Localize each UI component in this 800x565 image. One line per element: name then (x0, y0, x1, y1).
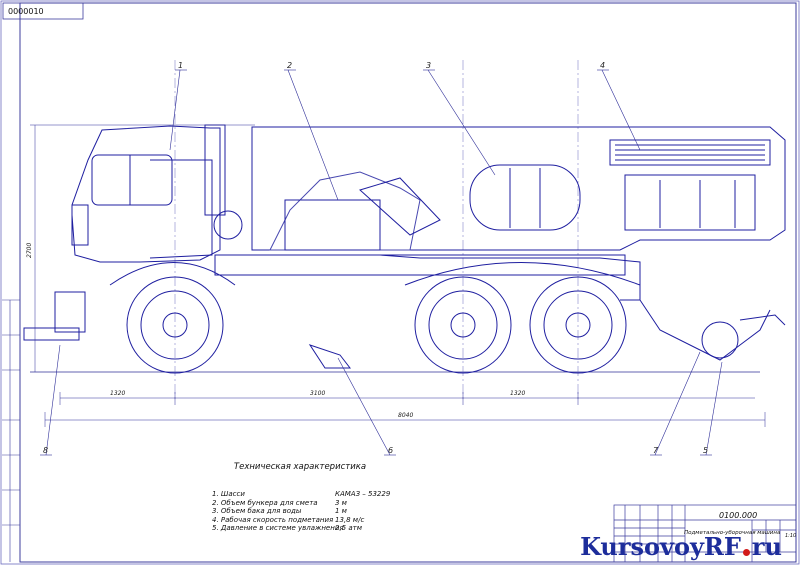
callout-1: 1 (178, 61, 183, 70)
cab-door (149, 159, 213, 259)
title-block-sheets: 1:10 (785, 533, 797, 539)
wheels (109, 262, 641, 374)
spec-label: 2. Объем бункера для смета (212, 498, 318, 507)
dim-rear-spacing: 1320 (510, 390, 525, 397)
hopper-box (284, 199, 381, 251)
spec-row: 1. Шасси КАМАЗ – 53229 (212, 490, 390, 499)
spec-row: 2. Объем бункера для смета 3 м (212, 499, 390, 508)
spec-label: 5. Давление в системе увлажнения (212, 524, 344, 533)
specs-title: Техническая характеристика (233, 462, 367, 472)
water-tank (469, 164, 581, 231)
air-intake (204, 124, 226, 216)
callout-6: 6 (388, 446, 393, 455)
rear-wheel-2 (529, 276, 627, 374)
callout-3: 3 (426, 61, 431, 70)
callout-5: 5 (703, 446, 708, 455)
title-block (613, 504, 797, 563)
callout-4: 4 (600, 61, 605, 70)
code-box (2, 2, 84, 20)
dim-wheelbase: 3100 (310, 390, 325, 397)
watermark-suffix: ru (751, 531, 782, 561)
specs-list: 1. Шасси КАМАЗ – 53229 2. Объем бункера д… (212, 490, 390, 533)
dim-front-overhang: 1320 (110, 390, 125, 397)
spec-value: 13,8 м/с (335, 515, 365, 524)
dim-overall-length: 8040 (398, 412, 413, 419)
inner-frame (19, 2, 797, 563)
spec-value: 1 м (335, 507, 347, 516)
left-margin-strip (2, 299, 20, 562)
cab-grille (71, 204, 89, 246)
vehicle (23, 124, 786, 369)
callout-7: 7 (653, 446, 659, 455)
cab (71, 125, 221, 263)
spec-label: 4. Рабочая скорость подметания (212, 515, 334, 524)
dim-height: 2700 (26, 243, 33, 258)
spec-value: 2,5 атм (335, 524, 363, 533)
dimension-lines (30, 124, 766, 427)
spec-row: 3. Объем бака для воды 1 м (212, 507, 390, 516)
rear-compartment (624, 174, 756, 231)
drawing-code: 0000010 (8, 7, 44, 16)
callout-leaders (40, 69, 723, 456)
filter (213, 210, 243, 240)
bottom-brush (308, 344, 352, 369)
rear-pickup (639, 299, 771, 361)
chassis-frame (214, 254, 626, 276)
front-brush (54, 291, 86, 333)
cab-window (91, 154, 173, 206)
callout-8: 8 (43, 446, 48, 455)
hopper (269, 171, 421, 251)
rear-roller (701, 321, 739, 359)
watermark-logo: KursovoyRF ru (580, 531, 782, 561)
front-wheel (126, 276, 224, 374)
watermark-text: KursovoyRF (580, 531, 741, 561)
callout-2: 2 (287, 61, 292, 70)
spec-value: 3 м (335, 498, 347, 507)
spec-value: КАМАЗ – 53229 (335, 490, 391, 498)
rear-wheel-1 (414, 276, 512, 374)
watermark-dot (742, 548, 750, 556)
title-block-code: 0100.000 (719, 511, 758, 520)
title-block-name: Подметально-уборочная машина (684, 530, 781, 536)
spec-label: 1. Шасси (212, 490, 245, 498)
spec-label: 3. Объем бака для воды (212, 507, 302, 516)
roof-grid (609, 139, 771, 166)
